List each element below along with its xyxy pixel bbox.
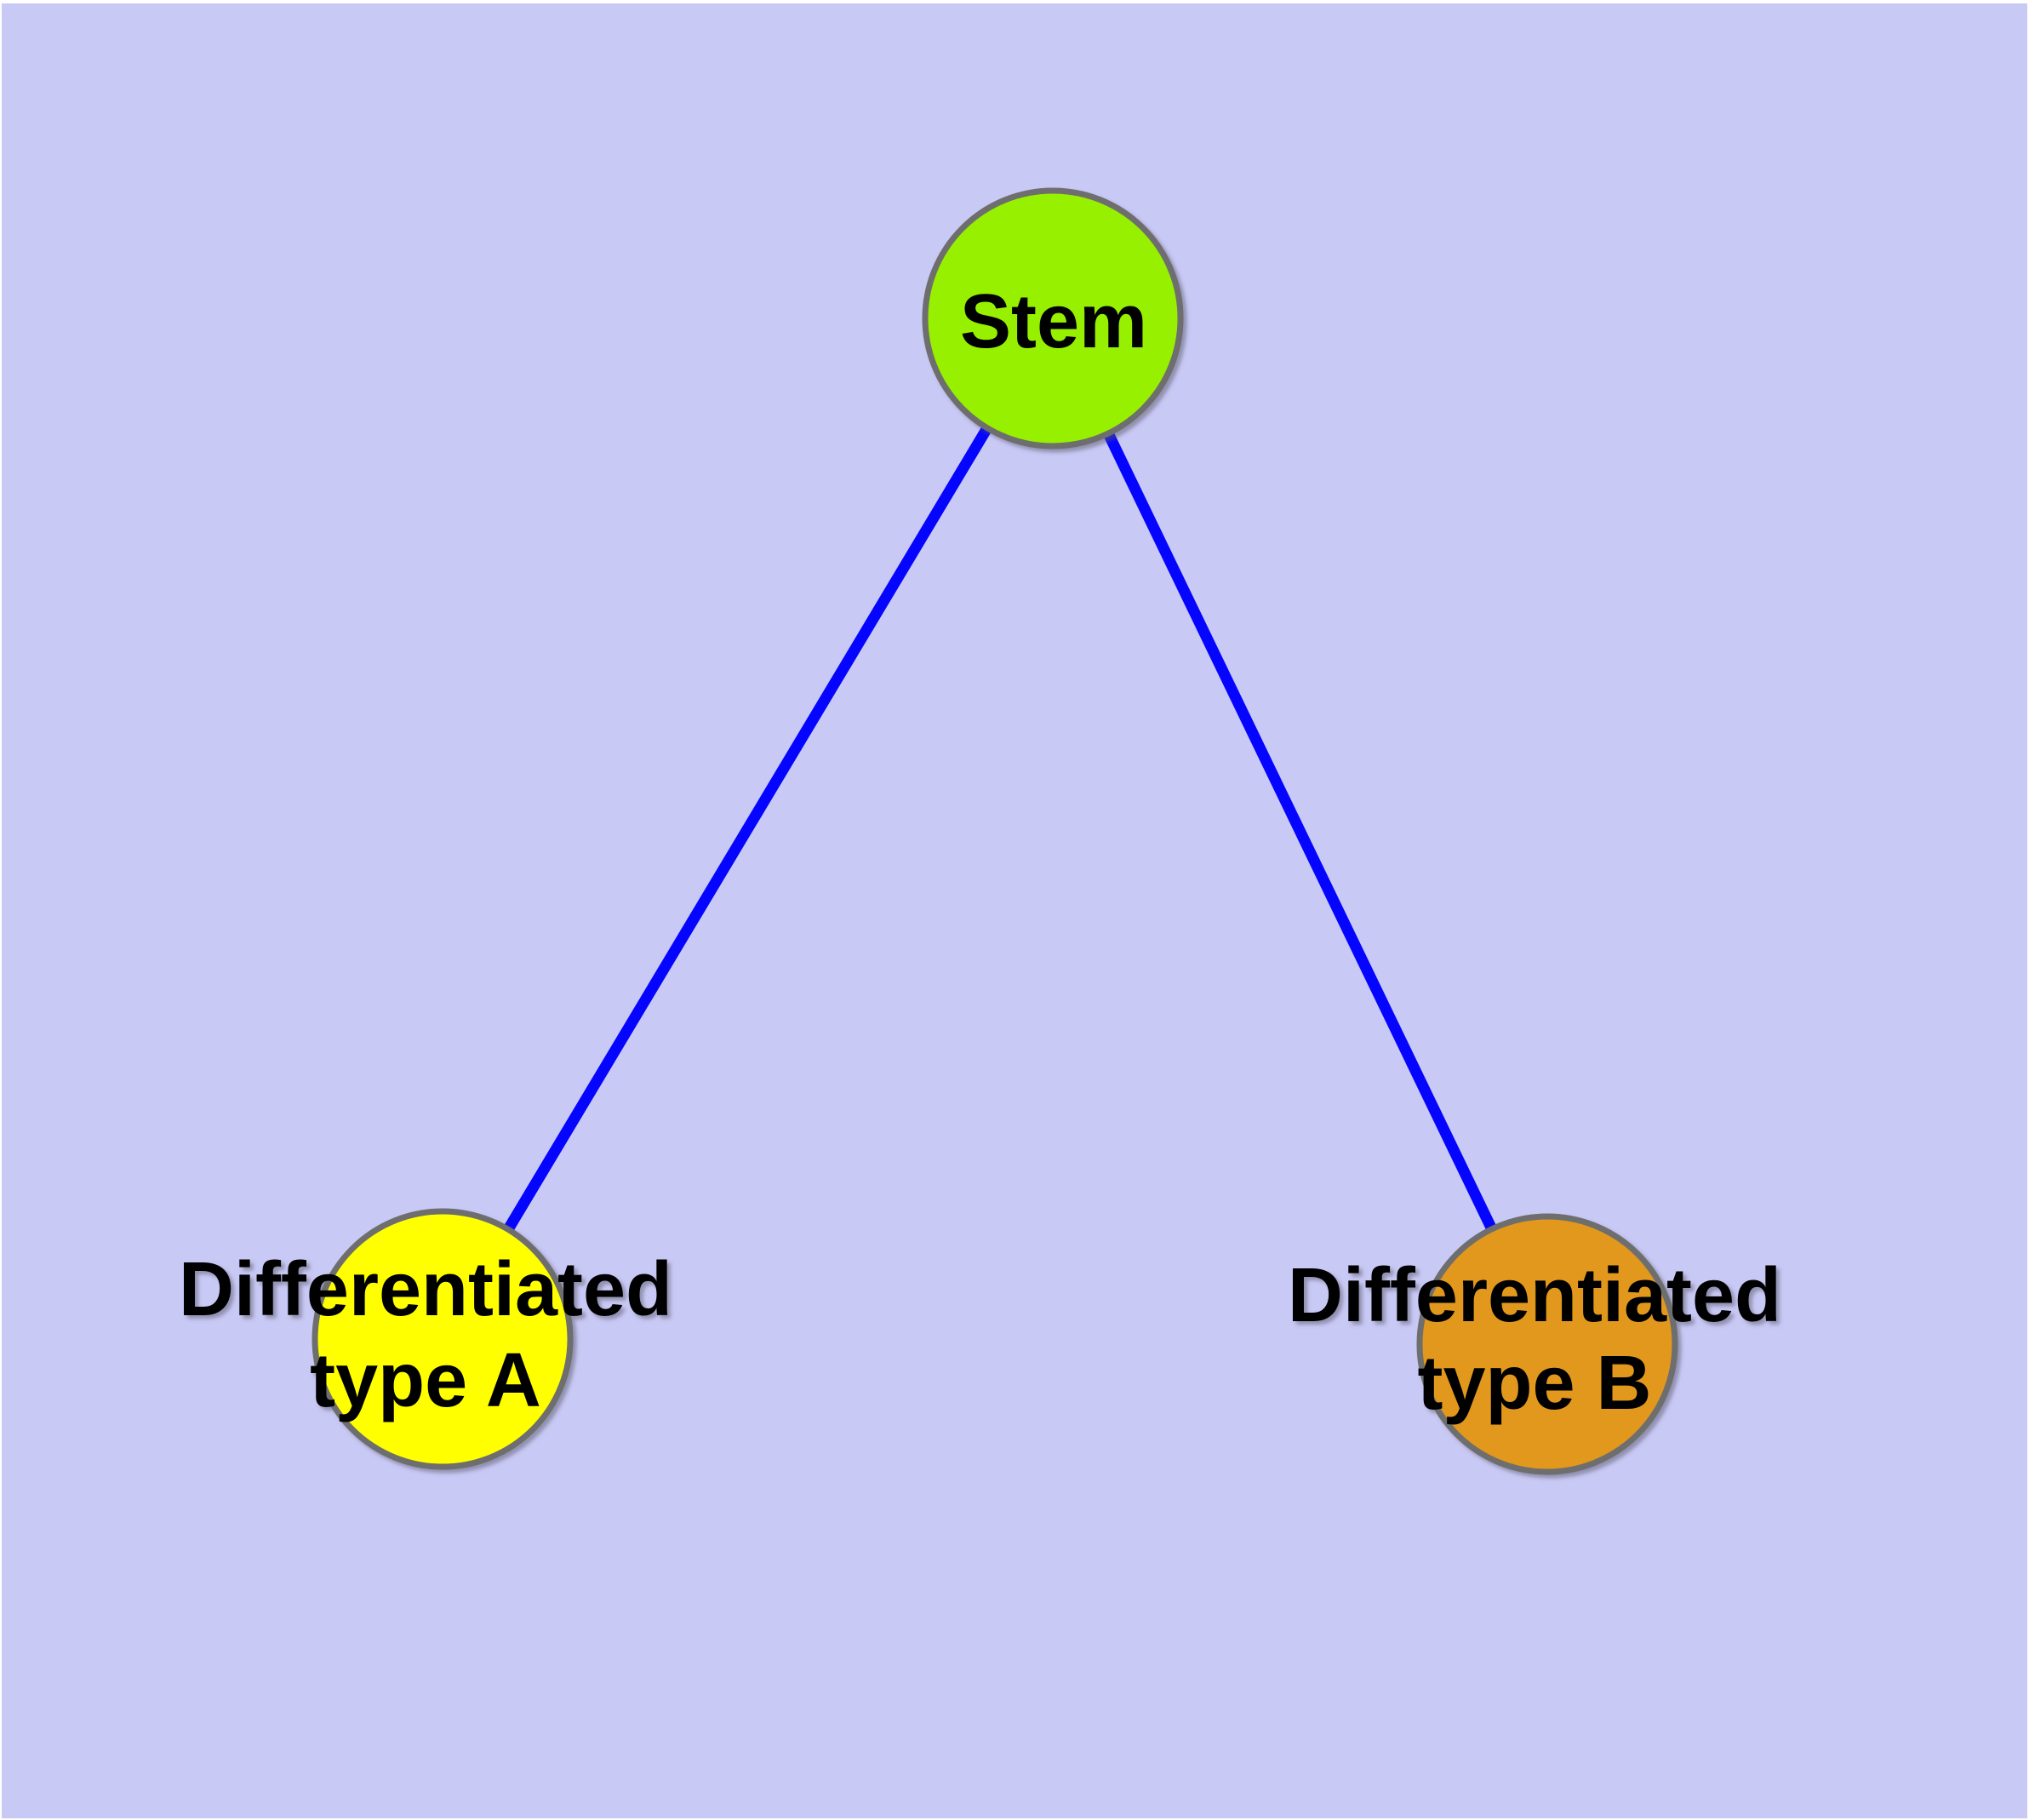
node-stem: Stem bbox=[922, 187, 1184, 449]
node-differentiated-type-b: Differentiated type B bbox=[1288, 1213, 1781, 1475]
node-type-b-circle bbox=[1416, 1213, 1678, 1475]
node-differentiated-type-a: Differentiated type A bbox=[179, 1208, 672, 1470]
node-type-a-circle bbox=[311, 1208, 574, 1470]
node-stem-label: Stem bbox=[960, 279, 1147, 364]
node-stem-circle bbox=[922, 187, 1184, 449]
edge-stem-to-type-a bbox=[437, 315, 1058, 1342]
node-type-a-label-line2: type A bbox=[310, 1338, 541, 1423]
node-type-a-label-line1: Differentiated bbox=[179, 1247, 672, 1332]
node-type-b-label-line2: type B bbox=[1417, 1341, 1651, 1426]
node-type-b-label-line1: Differentiated bbox=[1288, 1253, 1781, 1338]
edge-stem-to-type-b bbox=[1048, 316, 1552, 1347]
